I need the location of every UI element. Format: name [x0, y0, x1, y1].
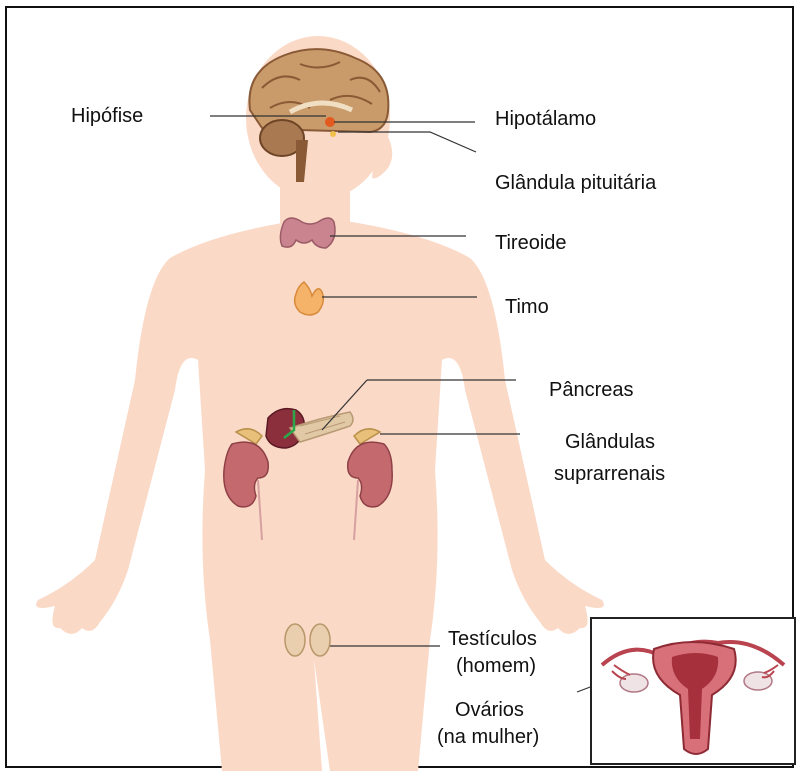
label-tireoide: Tireoide [495, 232, 567, 254]
label-ovarios-line1: Ovários [455, 699, 524, 721]
label-pituitaria: Glândula pituitária [495, 172, 656, 194]
label-timo: Timo [505, 296, 549, 318]
label-hipotalamo: Hipotálamo [495, 108, 596, 130]
uterus-illustration [592, 619, 796, 765]
label-pancreas: Pâncreas [549, 379, 634, 401]
label-testiculos-line1: Testículos [448, 628, 537, 650]
label-testiculos-line2: (homem) [456, 655, 536, 677]
label-hipofise: Hipófise [71, 105, 143, 127]
label-suprarrenais-line1: Glândulas [565, 431, 655, 453]
label-ovarios-line2: (na mulher) [437, 726, 539, 748]
label-suprarrenais-line2: suprarrenais [554, 463, 665, 485]
uterus-inset [590, 617, 796, 765]
